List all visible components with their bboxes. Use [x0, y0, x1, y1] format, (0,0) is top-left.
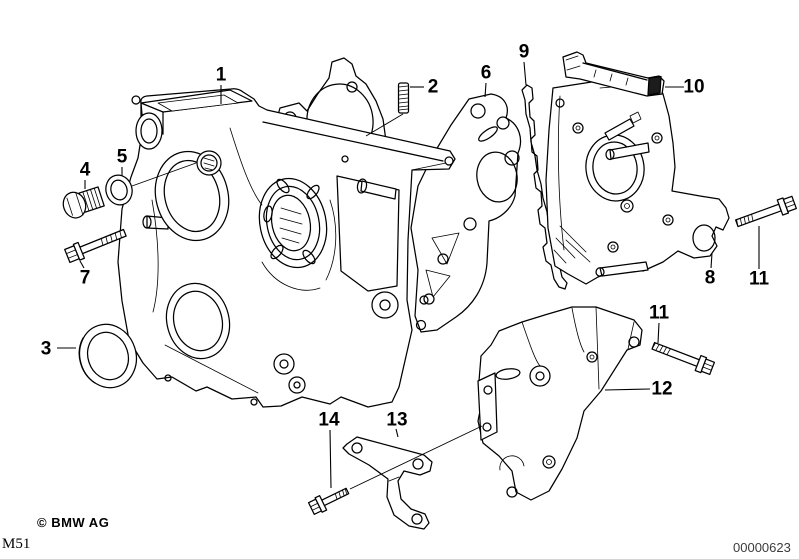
leader-line-11b — [657, 322, 660, 344]
axis-line-1 — [131, 162, 197, 187]
callout-10: 10 — [683, 77, 704, 98]
leader-line-14 — [329, 429, 332, 489]
part-11a-bolt — [734, 195, 797, 228]
callout-11a: 11 — [749, 269, 770, 290]
part-10-slide-rail — [562, 51, 665, 97]
callout-13: 13 — [386, 410, 407, 431]
part-6-gasket — [410, 93, 522, 333]
part-4-screw-plug — [62, 186, 105, 219]
model-code-text: M51 — [2, 536, 31, 552]
callout-1: 1 — [216, 65, 227, 86]
part-9-gasket-strip — [521, 84, 568, 290]
axis-line-3 — [349, 425, 483, 490]
part-1-timing-case — [117, 88, 456, 408]
callout-8: 8 — [705, 268, 716, 289]
part-3-shaft-seal — [78, 323, 138, 389]
part-11b-bolt — [651, 341, 716, 376]
callout-6: 6 — [481, 63, 492, 84]
axis-line-2 — [365, 113, 404, 137]
leader-line-8 — [710, 252, 713, 269]
part-14-bolt — [307, 487, 350, 515]
callout-2: 2 — [428, 77, 439, 98]
leader-line-9 — [523, 61, 527, 86]
alignment-lines — [131, 113, 483, 490]
callout-14: 14 — [318, 410, 340, 431]
diagram-number-text: 00000623 — [733, 540, 791, 555]
leader-line-13 — [395, 428, 399, 438]
part-12-bracket — [477, 306, 643, 501]
leader-line-6 — [484, 82, 487, 98]
callout-7: 7 — [80, 268, 91, 289]
copyright-text: © BMW AG — [37, 515, 110, 530]
callout-12: 12 — [651, 379, 672, 400]
leader-line-12 — [604, 388, 651, 391]
part-7-bolt — [64, 228, 127, 264]
callout-5: 5 — [117, 147, 128, 168]
callout-11b: 11 — [649, 303, 670, 324]
part-2-stud — [397, 82, 410, 114]
leader-line-7 — [79, 260, 85, 269]
part-13-support-bracket — [342, 436, 433, 530]
callout-4: 4 — [80, 160, 91, 181]
callout-9: 9 — [519, 42, 530, 63]
callout-3: 3 — [41, 339, 52, 360]
part-5-gasket-ring — [105, 174, 133, 206]
part-8-timing-case-cover — [545, 77, 730, 285]
